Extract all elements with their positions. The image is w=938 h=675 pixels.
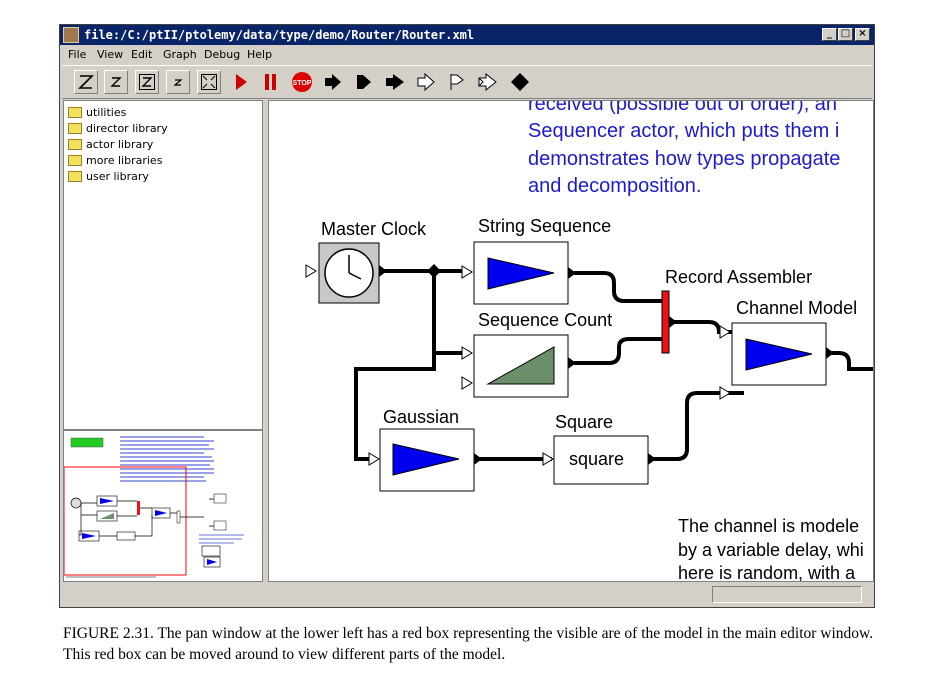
arrow-outline-icon[interactable]	[414, 70, 438, 94]
tree-item-director-library[interactable]: director library	[68, 120, 168, 136]
record-assembler-actor[interactable]	[661, 290, 670, 354]
window-title: file:/C:/ptII/ptolemy/data/type/demo/Rou…	[84, 28, 475, 42]
folder-icon	[68, 154, 82, 166]
ramp-triangle-icon	[392, 443, 460, 476]
model-diagram: Master Clock String Sequence Sequence Co…	[305, 216, 873, 492]
square-label: Square	[555, 412, 613, 432]
tree-item-more-libraries[interactable]: more libraries	[68, 152, 162, 168]
ramp-triangle-icon	[745, 338, 813, 371]
app-icon	[63, 27, 79, 43]
zoom-reset-icon[interactable]	[104, 70, 128, 94]
pan-window[interactable]	[63, 430, 263, 582]
record-assembler-label: Record Assembler	[665, 267, 812, 287]
sequence-count-label: Sequence Count	[478, 310, 612, 330]
description-line-2: Sequencer actor, which puts them i	[528, 120, 840, 142]
channel-model-label: Channel Model	[736, 298, 857, 318]
toolbar: STOP	[62, 65, 872, 99]
menu-help[interactable]: Help	[247, 48, 273, 61]
channel-note-line-1: The channel is modele	[678, 516, 860, 536]
tree-item-user-library[interactable]: user library	[68, 168, 149, 184]
arrow-right-thick-icon[interactable]	[383, 70, 407, 94]
stop-icon[interactable]: STOP	[290, 70, 314, 94]
connections	[354, 269, 873, 461]
step-forward-icon[interactable]	[321, 70, 345, 94]
library-tree[interactable]: utilities director library actor library…	[63, 100, 263, 430]
progress-bar	[712, 586, 862, 603]
pan-view-box[interactable]	[64, 466, 187, 576]
title-bar[interactable]: file:/C:/ptII/ptolemy/data/type/demo/Rou…	[60, 25, 874, 45]
maximize-button[interactable]: □	[838, 28, 853, 41]
zoom-out-icon[interactable]	[166, 70, 190, 94]
description-line-3: demonstrates how types propagate	[528, 148, 841, 170]
graph-editor-canvas[interactable]: received (possible out of order), an Seq…	[268, 100, 874, 582]
stop-label: STOP	[293, 80, 312, 87]
square-actor[interactable]	[553, 435, 649, 485]
figure-caption: FIGURE 2.31. The pan window at the lower…	[63, 625, 874, 663]
arrow-right-icon[interactable]	[352, 70, 376, 94]
run-icon[interactable]	[229, 70, 253, 94]
editor-window: file:/C:/ptII/ptolemy/data/type/demo/Rou…	[59, 24, 875, 608]
tree-item-actor-library[interactable]: actor library	[68, 136, 153, 152]
folder-icon	[68, 106, 82, 118]
menu-edit[interactable]: Edit	[131, 48, 153, 61]
full-screen-icon[interactable]	[197, 70, 221, 94]
close-button[interactable]: ×	[855, 28, 870, 41]
description-line-1: received (possible out of order), an	[528, 100, 838, 115]
description-line-4: and decomposition.	[528, 175, 702, 197]
tree-item-utilities[interactable]: utilities	[68, 104, 126, 120]
diamond-icon[interactable]	[508, 70, 532, 94]
arrow-outline-left-icon[interactable]	[476, 70, 500, 94]
status-bar	[62, 583, 872, 607]
pan-model-thumbnail	[64, 436, 244, 578]
zoom-fit-icon[interactable]	[135, 70, 159, 94]
pause-icon[interactable]	[259, 70, 283, 94]
folder-icon	[68, 170, 82, 182]
menu-view[interactable]: View	[97, 48, 124, 61]
master-clock-label: Master Clock	[321, 219, 427, 239]
ramp-triangle-icon	[487, 257, 555, 290]
channel-note-line-2: by a variable delay, whi	[678, 540, 864, 560]
ramp-icon	[486, 346, 555, 385]
flag-outline-icon[interactable]	[445, 70, 469, 94]
menu-bar: File View Edit Graph Debug Help	[60, 45, 874, 65]
zoom-in-icon[interactable]	[74, 70, 98, 94]
channel-note-line-3: here is random, with a	[678, 563, 856, 582]
gaussian-label: Gaussian	[383, 407, 459, 427]
folder-icon	[68, 138, 82, 150]
menu-file[interactable]: File	[68, 48, 87, 61]
square-expression: square	[569, 449, 624, 469]
string-sequence-label: String Sequence	[478, 216, 611, 236]
minimize-button[interactable]: _	[822, 28, 837, 41]
menu-debug[interactable]: Debug	[204, 48, 241, 61]
folder-icon	[68, 122, 82, 134]
menu-graph[interactable]: Graph	[163, 48, 197, 61]
